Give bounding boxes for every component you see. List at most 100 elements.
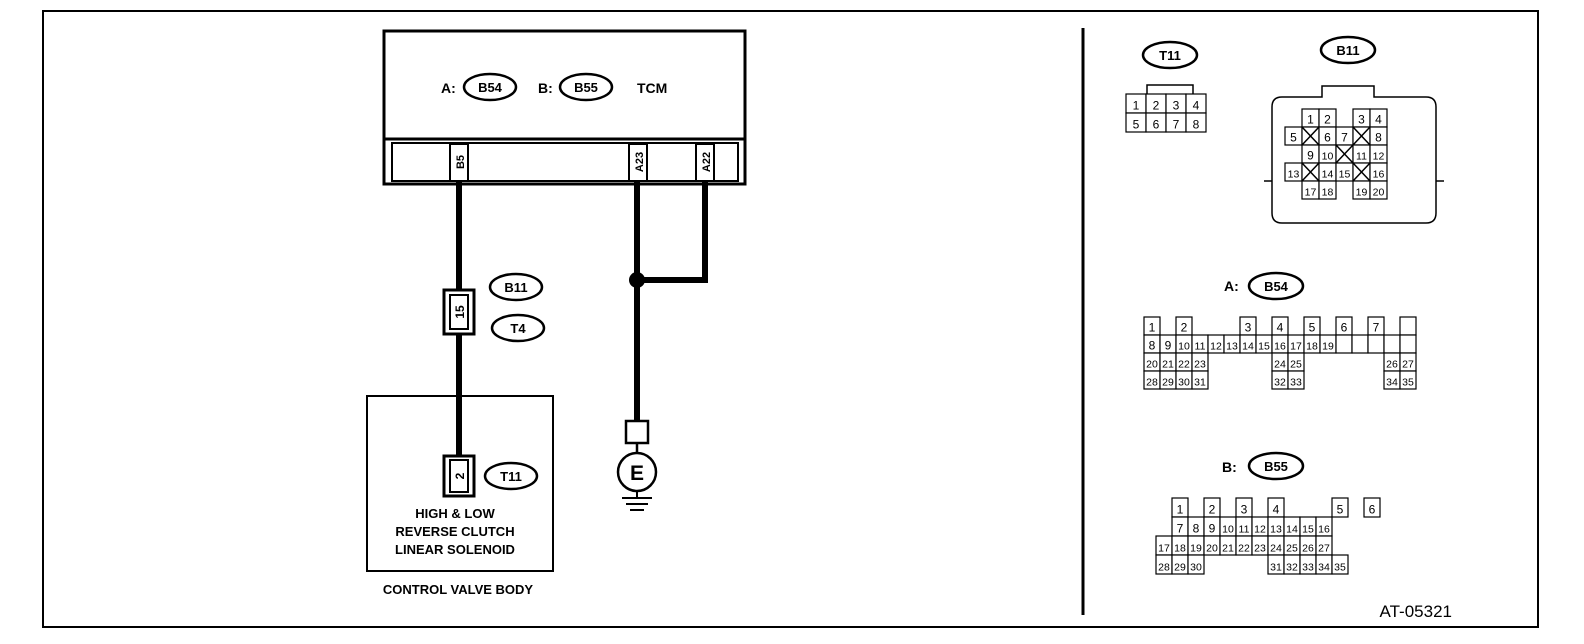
ground-label: E xyxy=(630,462,644,485)
tcm-conn-b: B55 xyxy=(574,80,598,95)
legend-b54-pin: 26 xyxy=(1386,359,1398,371)
legend-b11-pin: 13 xyxy=(1288,169,1300,181)
legend-b54-pin: 16 xyxy=(1274,341,1286,353)
legend-b54-pin: 7 xyxy=(1373,321,1380,335)
legend-b54-pin: 32 xyxy=(1274,377,1286,389)
figure-id: AT-05321 xyxy=(1380,602,1452,621)
legend-b55-pin: 27 xyxy=(1318,543,1330,555)
legend-b11-name: B11 xyxy=(1336,43,1359,58)
legend-b55-pin: 18 xyxy=(1174,543,1186,555)
legend-b11-pin: 10 xyxy=(1322,151,1334,163)
legend-b54-pin: 25 xyxy=(1290,359,1302,371)
legend-b55-pin: 24 xyxy=(1270,543,1282,555)
tcm-conn-a-oval xyxy=(462,72,518,102)
tcm-conn-b-oval xyxy=(558,72,614,102)
legend-b54-prefix: A: xyxy=(1224,278,1239,294)
legend-t11-pin: 7 xyxy=(1173,118,1180,132)
legend-b54-cell xyxy=(1399,316,1417,336)
legend-b11-pin: 3 xyxy=(1358,113,1365,127)
legend-b55-pin: 2 xyxy=(1209,503,1216,517)
legend-b55-pin: 10 xyxy=(1222,524,1234,536)
legend-b54-cell xyxy=(1335,334,1353,354)
legend-b55-pin: 8 xyxy=(1193,522,1200,536)
legend-b55-pin: 25 xyxy=(1286,543,1298,555)
wire-a22 xyxy=(637,181,708,283)
inline-conn1-oval xyxy=(488,272,544,302)
legend-b55-pin: 23 xyxy=(1254,543,1266,555)
legend-b54-pin: 9 xyxy=(1165,339,1172,353)
solenoid-conn: T11 xyxy=(500,469,522,484)
legend-t11-pin: 4 xyxy=(1193,99,1200,113)
legend-b11-cross xyxy=(1301,126,1320,146)
legend-b55-pin: 14 xyxy=(1286,524,1298,536)
tcm-name: TCM xyxy=(637,80,667,96)
legend-b55-pin: 13 xyxy=(1270,524,1282,536)
legend-b54-cell xyxy=(1399,334,1417,354)
legend-b11-pin: 2 xyxy=(1324,113,1331,127)
legend-b55-pin: 17 xyxy=(1158,543,1170,555)
legend-b55-pin: 1 xyxy=(1177,503,1184,517)
legend-b11-pin: 11 xyxy=(1356,151,1367,163)
legend-b11-housing xyxy=(1271,85,1437,224)
legend-t11-pin: 8 xyxy=(1193,118,1200,132)
legend-b54-pin: 23 xyxy=(1194,359,1206,371)
legend-b55-name: B55 xyxy=(1264,459,1288,474)
legend-b11-pin: 5 xyxy=(1290,131,1297,145)
legend-t11-pin: 6 xyxy=(1153,118,1160,132)
legend-b55-pin: 3 xyxy=(1241,503,1248,517)
legend-b54-pin: 31 xyxy=(1194,377,1206,389)
legend-b55-cell xyxy=(1363,497,1381,518)
legend-b54-pin: 5 xyxy=(1309,321,1316,335)
legend-b11-pin: 1 xyxy=(1307,113,1314,127)
legend-b55-pin: 16 xyxy=(1318,524,1330,536)
legend-t11-pin: 2 xyxy=(1153,99,1160,113)
legend-b54-cell xyxy=(1367,334,1385,354)
legend-b54-pin: 6 xyxy=(1341,321,1348,335)
legend-b11-pin: 6 xyxy=(1324,131,1331,145)
legend-b55-cell xyxy=(1187,554,1205,575)
legend-b55-pin: 35 xyxy=(1334,562,1346,574)
legend-b55-pin: 22 xyxy=(1238,543,1250,555)
legend-b54-name: B54 xyxy=(1264,279,1289,294)
legend-b11-pin: 19 xyxy=(1356,187,1368,199)
legend-b55-pin: 30 xyxy=(1190,562,1202,574)
legend-b54-pin: 27 xyxy=(1402,359,1414,371)
legend-b11-cell xyxy=(1318,180,1337,200)
legend-b55-pin: 12 xyxy=(1254,524,1266,536)
legend-b55-pin: 33 xyxy=(1302,562,1314,574)
legend-b55-pin: 28 xyxy=(1158,562,1170,574)
legend-b54-pin: 29 xyxy=(1162,377,1174,389)
tcm-box xyxy=(382,29,747,186)
legend-b11-cell xyxy=(1369,180,1388,200)
control-valve-body-label: CONTROL VALVE BODY xyxy=(383,582,534,597)
legend-b11-cross xyxy=(1335,144,1354,164)
legend-b11-pin: 16 xyxy=(1373,169,1385,181)
pin-a23-label: A23 xyxy=(634,152,646,172)
legend-b55-pin: 32 xyxy=(1286,562,1298,574)
legend-b54-cell xyxy=(1383,334,1401,354)
legend-b11-pin: 7 xyxy=(1341,131,1348,145)
legend-b11-pin: 15 xyxy=(1339,169,1351,181)
legend-b54-cell xyxy=(1399,370,1417,390)
legend-b11-pin: 14 xyxy=(1322,169,1334,181)
legend-b54-pin: 34 xyxy=(1386,377,1398,389)
legend-b11-pin: 12 xyxy=(1373,151,1385,163)
solenoid-pin-label: 2 xyxy=(453,472,467,479)
legend-b54-pin: 17 xyxy=(1290,341,1302,353)
legend-b54-pin: 2 xyxy=(1181,321,1188,335)
legend-b54-pin: 20 xyxy=(1146,359,1158,371)
legend-b11-pin: 18 xyxy=(1322,187,1334,199)
solenoid-line-2: REVERSE CLUTCH xyxy=(395,524,514,539)
legend-b55-oval xyxy=(1247,451,1305,481)
legend-b54-pin: 19 xyxy=(1322,341,1334,353)
legend-t11-oval xyxy=(1141,40,1199,70)
legend-b55-pin: 4 xyxy=(1273,503,1280,517)
solenoid-conn-oval xyxy=(483,461,539,491)
legend-b54-pin: 21 xyxy=(1162,359,1174,371)
legend-b54-pin: 14 xyxy=(1242,341,1254,353)
legend-b54-pin: 3 xyxy=(1245,321,1252,335)
